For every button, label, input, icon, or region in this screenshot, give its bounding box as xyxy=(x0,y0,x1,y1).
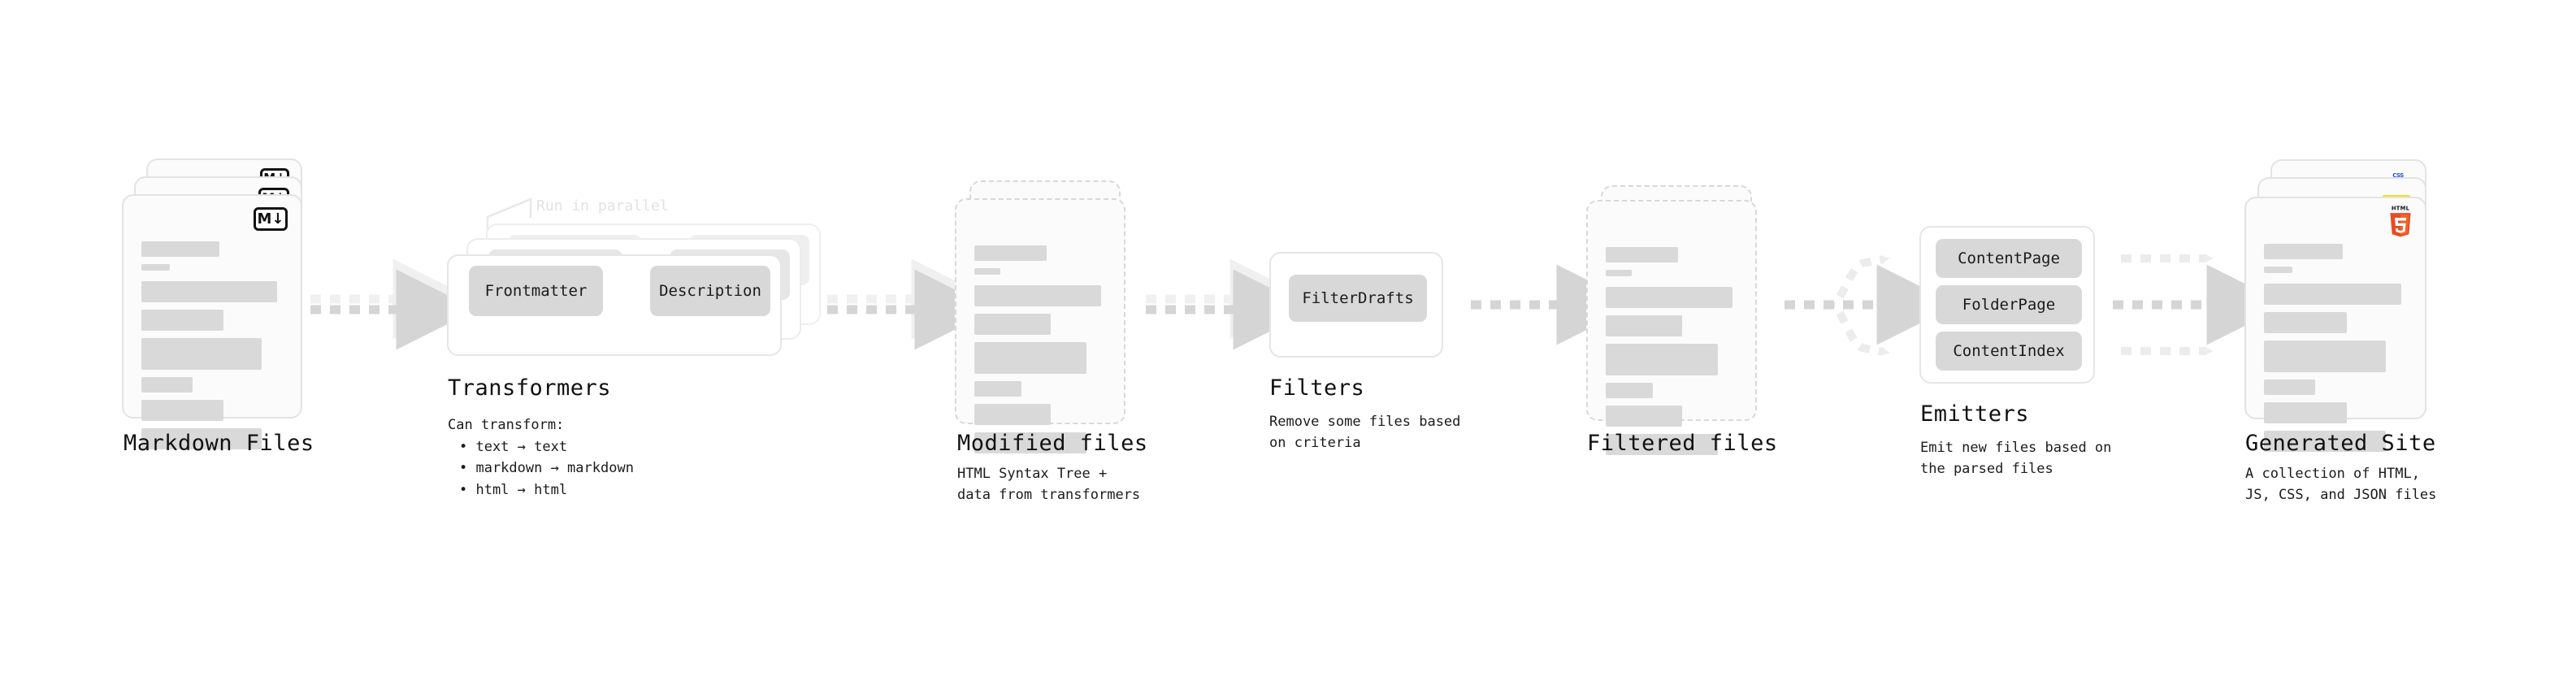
run-in-parallel-label: Run in parallel xyxy=(536,197,669,215)
transformers-bullet-item: • html → html xyxy=(459,481,568,498)
chip-filterdrafts-label: FilterDrafts xyxy=(1302,289,1414,307)
svg-text:HTML: HTML xyxy=(2392,206,2410,212)
chip-folderpage-label: FolderPage xyxy=(1962,296,2056,314)
modified-files-card-stack xyxy=(955,180,1150,453)
stage-title-filters: Filters xyxy=(1269,375,1365,401)
transformers-bullet-item: • markdown → markdown xyxy=(459,460,634,477)
chip-contentpage[interactable]: ContentPage xyxy=(1936,239,2082,278)
arrow-filtered-to-emitters xyxy=(1785,255,1958,356)
generated-card-front: HTML xyxy=(2244,197,2426,452)
chip-description-label: Description xyxy=(659,282,761,300)
arrow-emitters-to-site xyxy=(2113,254,2288,355)
stage-title-emitters: Emitters xyxy=(1920,401,2030,427)
chip-frontmatter[interactable]: Frontmatter xyxy=(469,266,603,316)
card-placeholder-lines xyxy=(2264,244,2407,459)
arrow-transformers-to-modified xyxy=(827,258,995,350)
transformers-bullet-item: • text → text xyxy=(459,439,568,455)
emitters-box[interactable]: ContentPage FolderPage ContentIndex xyxy=(1919,226,2095,384)
filters-box[interactable]: FilterDrafts xyxy=(1269,252,1443,358)
generated-site-card-stack: CSS HTML xyxy=(2244,159,2448,452)
chip-description[interactable]: Description xyxy=(650,266,770,316)
arrow-modified-to-filters xyxy=(1146,258,1314,350)
modified-files-desc: HTML Syntax Tree + data from transformer… xyxy=(957,466,1141,504)
html5-badge-icon: HTML xyxy=(2386,203,2415,239)
markdown-card-front: M↓ xyxy=(122,194,302,449)
stage-title-filtered-files: Filtered files xyxy=(1587,431,1778,456)
chip-frontmatter-label: Frontmatter xyxy=(484,282,588,300)
emitters-desc: Emit new files based on the parsed files xyxy=(1920,440,2112,478)
stage-title-markdown-files: Markdown Files xyxy=(124,431,314,456)
stage-title-generated-site: Generated Site xyxy=(2245,431,2436,456)
modified-card-front xyxy=(955,198,1125,453)
chip-contentindex[interactable]: ContentIndex xyxy=(1936,332,2082,371)
markdown-badge-icon: M↓ xyxy=(254,207,288,231)
stage-title-transformers: Transformers xyxy=(448,375,612,401)
filtered-card-front xyxy=(1586,200,1757,455)
css-badge-label: CSS xyxy=(2392,172,2404,179)
chip-folderpage[interactable]: FolderPage xyxy=(1936,285,2082,324)
chip-contentpage-label: ContentPage xyxy=(1958,249,2060,267)
chip-filterdrafts[interactable]: FilterDrafts xyxy=(1289,275,1427,322)
arrow-markdown-to-transformers xyxy=(310,258,477,350)
chip-contentindex-label: ContentIndex xyxy=(1953,342,2065,360)
card-placeholder-lines xyxy=(141,241,283,457)
transformers-box-front[interactable]: Frontmatter Description xyxy=(447,254,782,356)
generated-site-desc: A collection of HTML, JS, CSS, and JSON … xyxy=(2245,466,2437,504)
stage-title-modified-files: Modified files xyxy=(957,431,1148,456)
transformers-intro: Can transform: xyxy=(448,417,565,433)
card-placeholder-lines xyxy=(1606,247,1737,462)
markdown-files-card-stack: M↓ M↓ M↓ xyxy=(122,158,317,449)
filters-desc: Remove some files based on criteria xyxy=(1269,414,1461,452)
filtered-files-card-stack xyxy=(1586,185,1781,455)
transformers-bullets: • text → text • markdown → markdown • ht… xyxy=(448,436,634,501)
card-placeholder-lines xyxy=(974,245,1106,461)
transformers-group-stack: Frontmatter Description xyxy=(447,223,821,362)
